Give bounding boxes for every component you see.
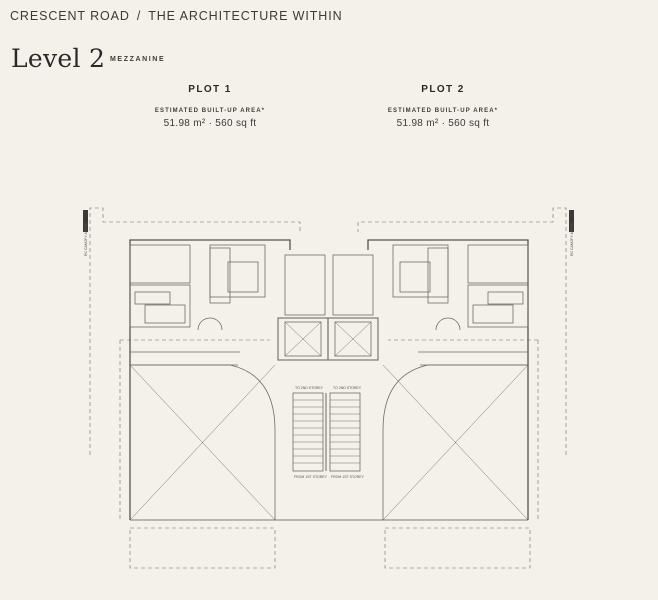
canopy-label-left: RC CANOPY ABOVE bbox=[84, 222, 88, 256]
central-core bbox=[277, 254, 379, 361]
breadcrumb: CRESCENT ROAD / THE ARCHITECTURE WITHIN bbox=[10, 9, 343, 23]
stair-down-label-left: FROM 1ST STOREY bbox=[294, 475, 328, 479]
level-title: Level 2 bbox=[11, 44, 106, 73]
plot-1-area-value: 51.98 m² · 560 sq ft bbox=[163, 118, 257, 129]
staircase bbox=[292, 392, 361, 472]
plot-2-title: PLOT 2 bbox=[421, 84, 465, 95]
plot-2-area-label: ESTIMATED BUILT-UP AREA* bbox=[387, 108, 499, 114]
canopy-label-right: RC CANOPY ABOVE bbox=[570, 222, 574, 256]
left-wing-rooms bbox=[129, 244, 266, 366]
plot-2-area-value: 51.98 m² · 560 sq ft bbox=[396, 118, 490, 129]
canopy-markers bbox=[83, 210, 574, 232]
plot-1-area-label: ESTIMATED BUILT-UP AREA* bbox=[154, 108, 266, 114]
level-subtitle: MEZZANINE bbox=[110, 56, 166, 63]
stair-up-label-left: TO 2ND STOREY bbox=[295, 386, 324, 390]
void-areas bbox=[129, 364, 529, 521]
stair-up-label-right: TO 2ND STOREY bbox=[333, 386, 362, 390]
canopy-outline bbox=[89, 207, 567, 569]
plot-1-info: PLOT 1 ESTIMATED BUILT-UP AREA* 51.98 m²… bbox=[100, 84, 320, 129]
building-outline bbox=[129, 239, 529, 521]
plot-2-info: PLOT 2 ESTIMATED BUILT-UP AREA* 51.98 m²… bbox=[333, 84, 553, 129]
breadcrumb-separator: / bbox=[136, 9, 142, 23]
stair-down-label-right: FROM 1ST STOREY bbox=[331, 475, 365, 479]
plot-1-title: PLOT 1 bbox=[188, 84, 232, 95]
project-name: CRESCENT ROAD bbox=[10, 9, 130, 23]
right-wing-rooms bbox=[392, 244, 529, 366]
section-name: THE ARCHITECTURE WITHIN bbox=[148, 9, 343, 23]
